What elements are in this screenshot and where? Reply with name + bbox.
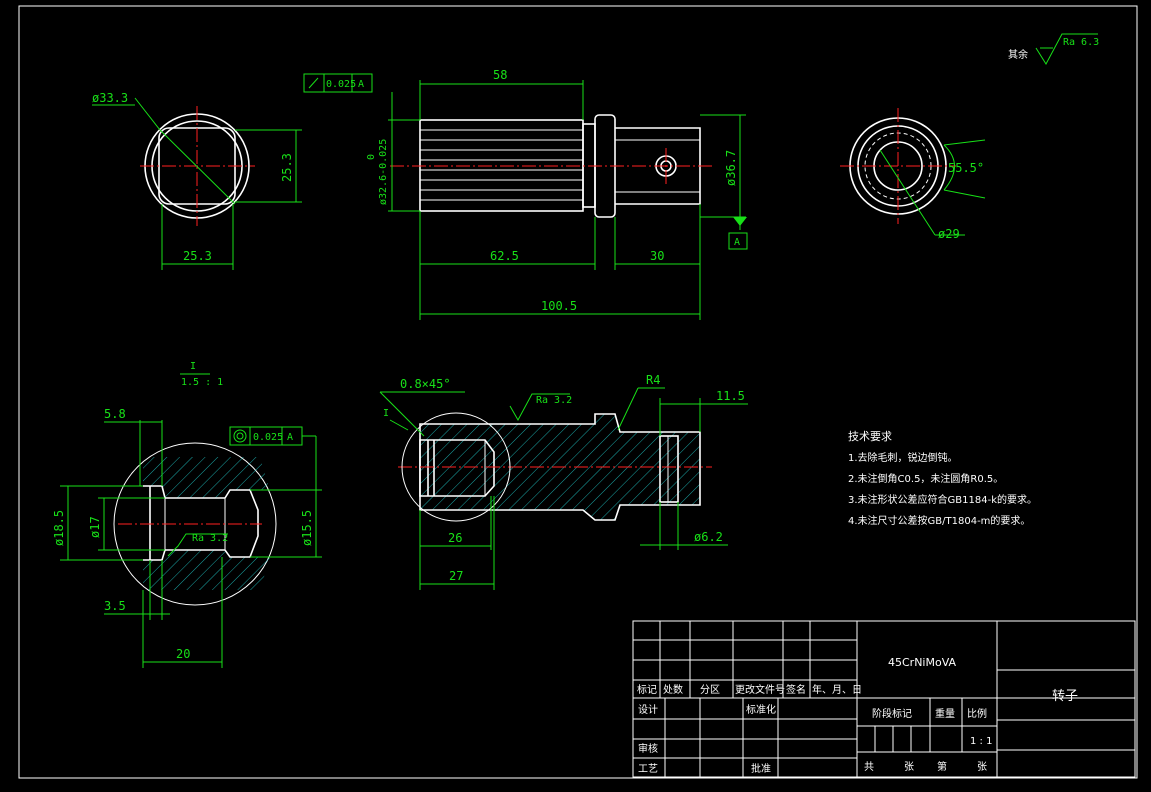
detail-ra-label: Ra 3.2 [192, 533, 228, 544]
concentric-datum: A [287, 432, 293, 443]
right-dia-label: ø29 [938, 227, 960, 241]
tb-sheets: 张 [904, 761, 914, 773]
right-view: ø29 55.5° [840, 108, 986, 241]
right-angle-label: 55.5° [948, 161, 984, 175]
drawing-border [18, 5, 1138, 779]
front-view: ø33.3 25.3 25.3 [92, 91, 302, 270]
section-view: 0.8×45° I Ra 3.2 R4 11.5 26 27 ø6.2 [379, 373, 748, 590]
dim-30-label: 30 [650, 249, 664, 263]
section-11-5-label: 11.5 [716, 389, 745, 403]
tb-page: 第 [937, 760, 947, 773]
main-dia-label: ø32.6-0.025 [378, 139, 389, 205]
runout-datum: A [358, 79, 364, 90]
main-view: 58 ø32.6-0.025 0 0.025 A ø36.7 A 62.5 30 [303, 68, 748, 320]
technical-notes: 技术要求 1.去除毛刺，锐边倒钝。 2.未注倒角C0.5，未注圆角R0.5。 3… [848, 430, 1037, 527]
notes-title: 技术要求 [848, 430, 892, 443]
head-dia-label: ø36.7 [724, 150, 738, 186]
roughness-other: 其余 Ra 6.3 [1008, 33, 1099, 65]
tb-zone: 分区 [700, 684, 720, 696]
tb-date: 年、月、日 [812, 683, 862, 696]
note-item-1: 1.去除毛刺，锐边倒钝。 [848, 451, 958, 464]
tb-scale: 比例 [967, 707, 987, 720]
section-26-label: 26 [448, 531, 462, 545]
detail-5-8-label: 5.8 [104, 407, 126, 421]
dim-total-label: 100.5 [541, 299, 577, 313]
square-h-label: 25.3 [280, 153, 294, 182]
material: 45CrNiMoVA [888, 656, 957, 669]
tb-sign: 签名 [786, 683, 806, 696]
tb-count: 处数 [663, 683, 683, 696]
note-item-4: 4.未注尺寸公差按GB/T1804-m的要求。 [848, 514, 1030, 527]
detail-18-5-label: ø18.5 [52, 510, 66, 546]
tb-total: 共 [864, 761, 874, 773]
tb-change-doc: 更改文件号 [735, 683, 785, 696]
title-block: 标记 处数 分区 更改文件号 签名 年、月、日 设计 标准化 审核 工艺 批准 … [632, 620, 1136, 778]
dim-58-label: 58 [493, 68, 507, 82]
section-27-label: 27 [449, 569, 463, 583]
tb-sheets-2: 张 [977, 761, 987, 773]
concentric-value: 0.025 [253, 432, 283, 443]
square-w-label: 25.3 [183, 249, 212, 263]
note-item-3: 3.未注形状公差应符合GB1184-k的要求。 [848, 493, 1037, 506]
section-chamfer-label: 0.8×45° [400, 377, 451, 391]
detail-scale-bot: 1.5 : 1 [181, 377, 223, 388]
detail-view: I 1.5 : 1 5.8 ø18.5 ø17 ø15.5 0.025 [52, 361, 322, 668]
section-r4-label: R4 [646, 373, 660, 387]
main-dia-upper-label: 0 [366, 154, 377, 160]
tb-weight: 重量 [935, 707, 955, 720]
tb-standardize: 标准化 [746, 703, 776, 716]
detail-20-label: 20 [176, 647, 190, 661]
tb-design: 设计 [638, 703, 658, 716]
section-marker: I [383, 408, 389, 419]
tb-review: 审核 [638, 742, 658, 755]
section-6-2-label: ø6.2 [694, 530, 723, 544]
part-name: 转子 [1052, 689, 1078, 704]
tb-approve: 批准 [751, 762, 771, 775]
dim-62-5-label: 62.5 [490, 249, 519, 263]
detail-17-label: ø17 [88, 516, 102, 538]
tb-marks: 标记 [637, 684, 657, 696]
tb-process: 工艺 [638, 763, 658, 775]
tb-scale-value: 1 : 1 [970, 736, 992, 747]
tb-stage-mark: 阶段标记 [872, 707, 912, 720]
datum-a: A [734, 237, 740, 248]
runout-value: 0.025 [326, 79, 356, 90]
section-ra-label: Ra 3.2 [536, 395, 572, 406]
detail-15-5-label: ø15.5 [300, 510, 314, 546]
detail-3-5-label: 3.5 [104, 599, 126, 613]
detail-scale-top: I [190, 361, 196, 372]
roughness-other-label: 其余 [1008, 48, 1028, 61]
note-item-2: 2.未注倒角C0.5，未注圆角R0.5。 [848, 472, 1003, 485]
roughness-other-value: Ra 6.3 [1063, 37, 1099, 48]
front-dia-label: ø33.3 [92, 91, 128, 105]
